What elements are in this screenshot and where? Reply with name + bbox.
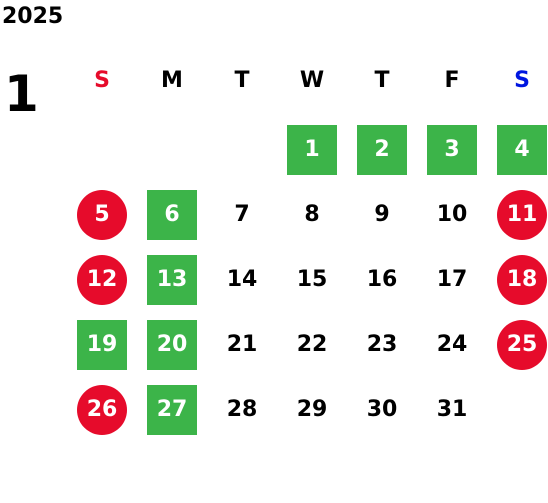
day-cell: 31: [436, 397, 468, 422]
day-cell: 3: [427, 125, 477, 175]
day-cell: 21: [226, 332, 258, 357]
day-cell: 8: [304, 202, 320, 227]
day-cell: 10: [436, 202, 468, 227]
day-cell: 20: [147, 320, 197, 370]
calendar-year: 2025: [2, 4, 64, 29]
day-cell: 4: [497, 125, 547, 175]
day-cell: 14: [226, 267, 258, 292]
day-cell: 22: [296, 332, 328, 357]
day-cell: 2: [357, 125, 407, 175]
day-cell: 17: [436, 267, 468, 292]
day-cell: 24: [436, 332, 468, 357]
day-cell: 19: [77, 320, 127, 370]
day-cell: 16: [366, 267, 398, 292]
day-cell: 13: [147, 255, 197, 305]
day-cell: 6: [147, 190, 197, 240]
weekday-header: S: [94, 68, 110, 93]
day-cell: 15: [296, 267, 328, 292]
day-cell: 11: [497, 190, 547, 240]
weekday-header: S: [514, 68, 530, 93]
day-cell: 30: [366, 397, 398, 422]
day-cell: 7: [234, 202, 250, 227]
day-cell: 12: [77, 255, 127, 305]
weekday-header: T: [234, 68, 250, 93]
day-cell: 5: [77, 190, 127, 240]
calendar-month: 1: [4, 65, 39, 123]
day-cell: 9: [374, 202, 390, 227]
weekday-header: M: [161, 68, 183, 93]
day-cell: 1: [287, 125, 337, 175]
day-cell: 28: [226, 397, 258, 422]
day-cell: 18: [497, 255, 547, 305]
weekday-header: W: [299, 68, 325, 93]
day-cell: 27: [147, 385, 197, 435]
day-cell: 26: [77, 385, 127, 435]
weekday-header: F: [444, 68, 460, 93]
weekday-header: T: [374, 68, 390, 93]
day-cell: 29: [296, 397, 328, 422]
day-cell: 23: [366, 332, 398, 357]
day-cell: 25: [497, 320, 547, 370]
